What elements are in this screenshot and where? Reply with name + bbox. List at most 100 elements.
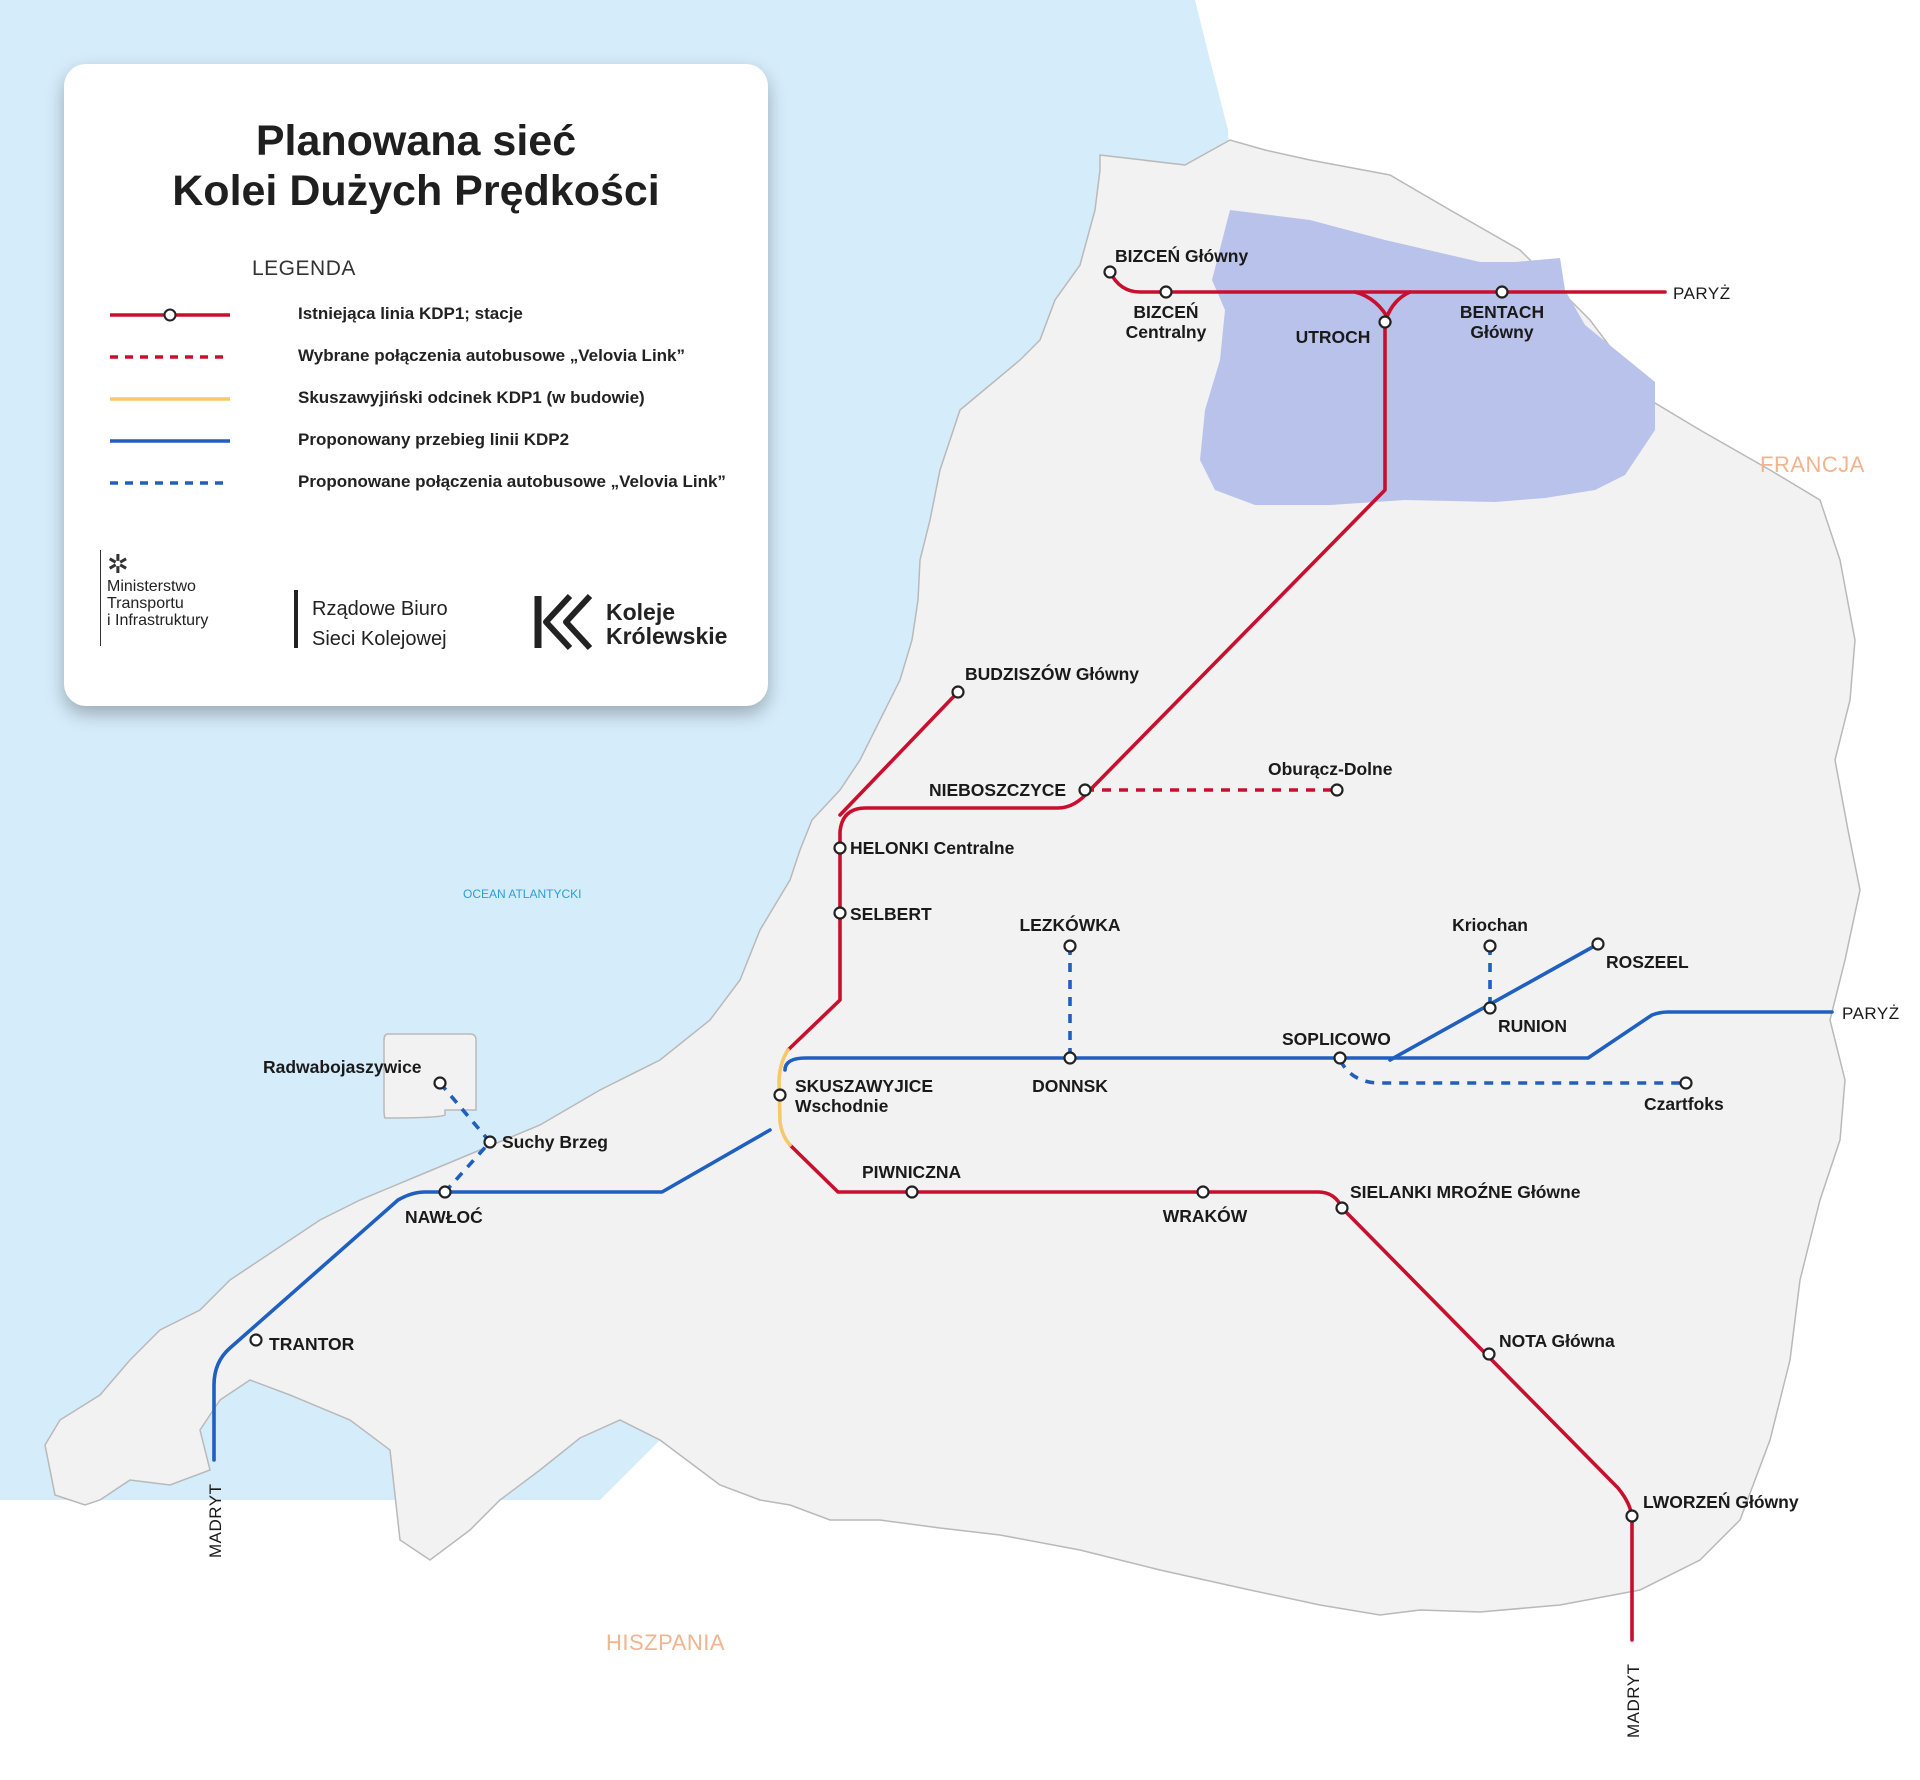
legend-heading: LEGENDA [252, 257, 356, 280]
ocean-label: OCEAN ATLANTYCKI [463, 887, 581, 901]
rbsk-logo: Rządowe Biuro Sieci Kolejowej [294, 590, 448, 650]
label-roszeel: ROSZEEL [1606, 952, 1689, 972]
label-wrakow: WRAKÓW [1163, 1205, 1248, 1226]
station-marker-kriochan [1483, 939, 1497, 953]
legend-item-construction: Skuszawyjiński odcinek KDP1 (w budowie) [110, 384, 750, 414]
station-marker-bentach [1495, 285, 1509, 299]
legend-label: Istniejąca linia KDP1; stacje [298, 304, 523, 323]
legend-label: Proponowany przebieg linii KDP2 [298, 430, 570, 449]
label-helonki: HELONKI Centralne [850, 838, 1015, 858]
country-spain: HISZPANIA [606, 1630, 725, 1655]
label-kriochan: Kriochan [1452, 915, 1528, 935]
label-oburacz: Oburącz-Dolne [1268, 759, 1393, 779]
rbsk-logo-line1: Rządowe Biuro [312, 598, 448, 620]
station-marker-nawloc [438, 1185, 452, 1199]
metro-area [1200, 210, 1655, 505]
label-donnsk: DONNSK [1032, 1076, 1108, 1096]
line-end-madrid-west: MADRYT [206, 1484, 225, 1558]
line-end-paris-north: PARYŻ [1673, 284, 1731, 303]
kk-logo-text: Koleje Królewskie [606, 600, 727, 648]
legend-label: Wybrane połączenia autobusowe „Velovia L… [298, 346, 686, 365]
station-marker-soplicowo [1333, 1051, 1347, 1065]
station-marker-nota [1482, 1347, 1496, 1361]
legend-label: Skuszawyjiński odcinek KDP1 (w budowie) [298, 388, 645, 407]
ministry-logo-line1: Ministerstwo [107, 578, 196, 595]
legend-swatch-kdp1-bus [110, 355, 230, 359]
label-nawloc: NAWŁOĆ [405, 1206, 483, 1227]
label-bizcen-centralny: BIZCEŃ [1133, 301, 1198, 322]
label-nota: NOTA Główna [1499, 1331, 1615, 1351]
label-bentach-2: Główny [1470, 322, 1533, 342]
label-lezkowka: LEZKÓWKA [1019, 914, 1120, 935]
station-marker-radwabojaszywice [433, 1076, 447, 1090]
kdp2-line [212, 942, 1834, 1462]
station-marker-utroch [1378, 315, 1392, 329]
station-marker-lezkowka [1063, 939, 1077, 953]
land-mass [44, 139, 1861, 1616]
label-bizcen-centralny-2: Centralny [1126, 322, 1207, 342]
ministry-logo: ✲ Ministerstwo Transportu i Infrastruktu… [100, 550, 208, 646]
label-budziszow: BUDZISZÓW Główny [965, 663, 1139, 684]
label-utroch: UTROCH [1296, 327, 1371, 347]
station-marker-trantor [249, 1333, 263, 1347]
line-end-paris-east: PARYŻ [1842, 1004, 1900, 1023]
kk-logo-line1: Koleje [606, 599, 676, 625]
station-marker-budziszow [951, 685, 965, 699]
label-runion: RUNION [1498, 1016, 1567, 1036]
legend-label: Proponowane połączenia autobusowe „Velov… [298, 472, 726, 491]
legend-swatch-kdp1 [110, 308, 230, 322]
station-marker-skuszawyjice [773, 1088, 787, 1102]
label-piwniczna: PIWNICZNA [862, 1162, 962, 1182]
station-marker-wrakow [1196, 1185, 1210, 1199]
ministry-logo-line2: Transportu [107, 595, 184, 612]
legend-panel: Planowana sieć Kolei Dużych Prędkości LE… [64, 64, 768, 706]
label-suchy-brzeg: Suchy Brzeg [502, 1132, 608, 1152]
station-marker-nieboszczyce [1078, 783, 1092, 797]
station-marker-selbert [833, 906, 847, 920]
station-marker-oburacz [1330, 783, 1344, 797]
line-end-madrid-south: MADRYT [1624, 1664, 1643, 1738]
label-bentach: BENTACH [1460, 302, 1544, 322]
label-soplicowo: SOPLICOWO [1282, 1029, 1391, 1049]
label-sielanki: SIELANKI MROŹNE Główne [1350, 1181, 1581, 1202]
station-marker-bizcen-glowny [1103, 265, 1117, 279]
kk-logo-icon [534, 593, 593, 651]
legend-item-kdp1-bus: Wybrane połączenia autobusowe „Velovia L… [110, 342, 750, 372]
map-title: Planowana sieć Kolei Dużych Prędkości [64, 116, 768, 216]
station-marker-czartfoks [1679, 1076, 1693, 1090]
label-radwabojaszywice: Radwabojaszywice [263, 1057, 422, 1077]
station-marker-bizcen-centralny [1159, 285, 1173, 299]
legend-swatch-kdp2-bus [110, 481, 230, 485]
country-france: FRANCJA [1760, 452, 1865, 477]
legend-swatch-construction [110, 397, 230, 401]
label-skuszawyjice: SKUSZAWYJICE [795, 1076, 933, 1096]
station-marker-runion [1483, 1001, 1497, 1015]
station-marker-sielanki [1335, 1201, 1349, 1215]
map-title-line1: Planowana sieć [255, 117, 577, 165]
legend-item-kdp1: Istniejąca linia KDP1; stacje [110, 300, 750, 330]
station-marker-roszeel [1591, 937, 1605, 951]
kk-logo-line2: Królewskie [606, 623, 728, 649]
label-nieboszczyce: NIEBOSZCZYCE [929, 780, 1066, 800]
label-czartfoks: Czartfoks [1644, 1094, 1724, 1114]
label-trantor: TRANTOR [269, 1334, 355, 1354]
station-marker-piwniczna [905, 1185, 919, 1199]
label-selbert: SELBERT [850, 904, 932, 924]
stations [249, 265, 1693, 1523]
label-skuszawyjice-2: Wschodnie [795, 1096, 889, 1116]
label-lworzen: LWORZEŃ Główny [1643, 1491, 1799, 1512]
station-marker-donnsk [1063, 1051, 1077, 1065]
legend-item-kdp2-bus: Proponowane połączenia autobusowe „Velov… [110, 468, 750, 498]
legend-item-kdp2: Proponowany przebieg linii KDP2 [110, 426, 750, 456]
flower-icon: ✲ [107, 549, 129, 579]
station-marker-suchy-brzeg [483, 1135, 497, 1149]
legend-swatch-kdp2 [110, 439, 230, 443]
label-bizcen-glowny: BIZCEŃ Główny [1115, 245, 1248, 266]
kdp2-bus-links [438, 946, 1686, 1194]
rbsk-logo-line2: Sieci Kolejowej [312, 628, 447, 650]
ministry-logo-line3: i Infrastruktury [107, 612, 209, 629]
station-marker-helonki [833, 841, 847, 855]
station-marker-lworzen [1625, 1509, 1639, 1523]
